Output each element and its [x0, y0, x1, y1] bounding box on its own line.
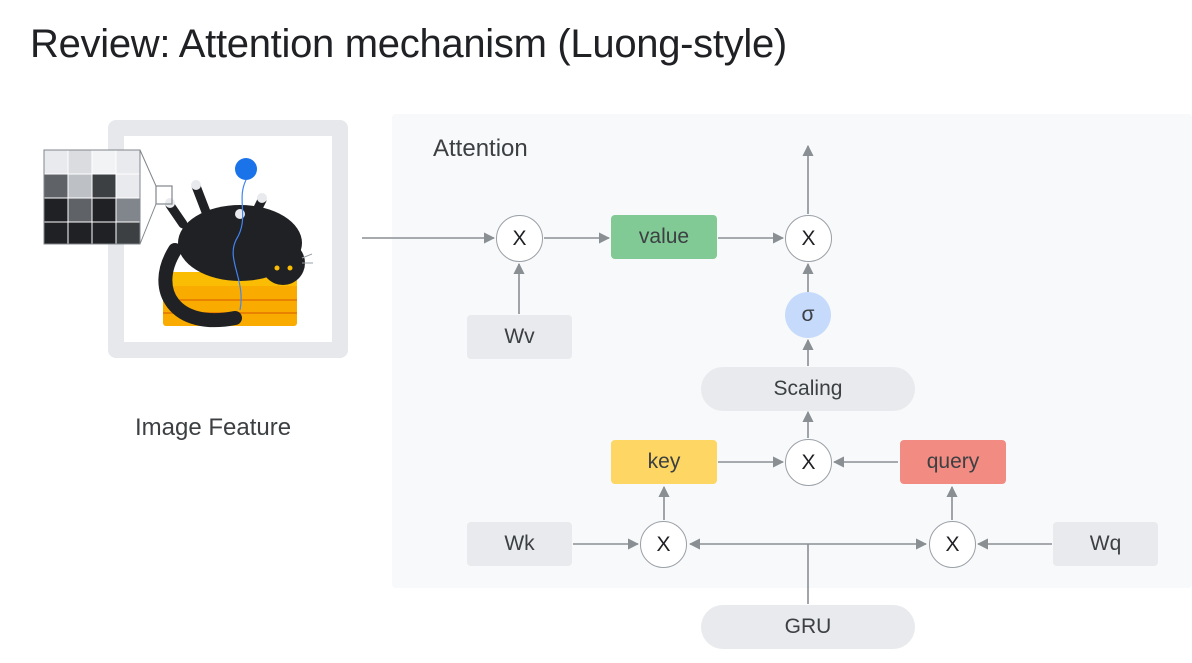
multiply-node-key-query: X [785, 439, 832, 486]
value-box: value [611, 215, 717, 259]
gru-box: GRU [701, 605, 915, 649]
image-feature-caption: Image Feature [135, 414, 292, 441]
wv-box: Wv [467, 315, 572, 359]
multiply-node-output: X [785, 215, 832, 262]
cat-illustration [158, 158, 313, 328]
pixel-zoom-grid [43, 149, 173, 245]
multiply-node-wk: X [640, 521, 687, 568]
wq-box: Wq [1053, 522, 1158, 566]
multiply-node-wv: X [496, 215, 543, 262]
slide-title: Review: Attention mechanism (Luong-style… [30, 22, 787, 66]
key-box: key [611, 440, 717, 484]
wk-box: Wk [467, 522, 572, 566]
multiply-node-wq: X [929, 521, 976, 568]
connector-arrows [362, 144, 1052, 604]
sigma-node: σ [785, 292, 831, 338]
scaling-box: Scaling [701, 367, 915, 411]
query-box: query [900, 440, 1006, 484]
attention-panel-label: Attention [433, 135, 528, 162]
